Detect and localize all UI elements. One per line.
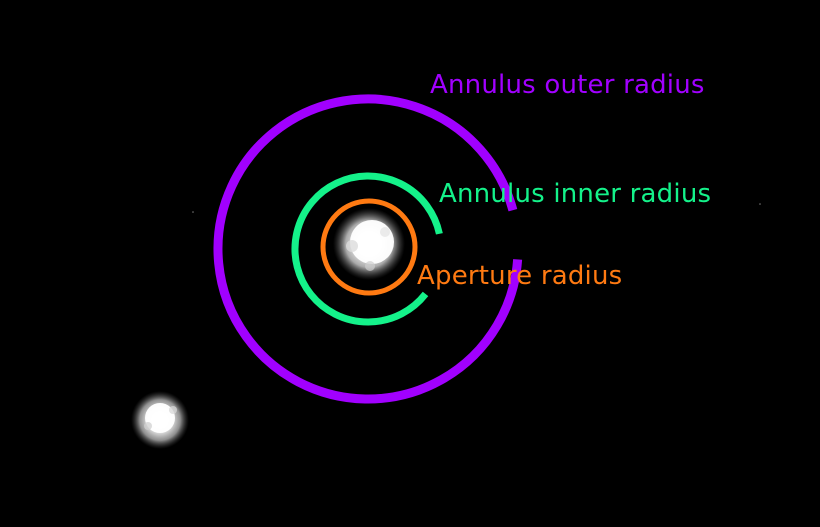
background-speck (759, 203, 761, 205)
secondary-star (131, 391, 189, 449)
aperture-ring (320, 198, 418, 296)
target-star (333, 208, 405, 280)
annulus-inner-ring (291, 172, 443, 326)
annulus-outer-radius-label: Annulus outer radius (430, 70, 705, 100)
background-speck (192, 211, 194, 213)
annulus-inner-radius-label: Annulus inner radius (439, 179, 711, 209)
annulus-outer-ring (213, 94, 523, 404)
aperture-radius-label: Aperture radius (417, 261, 622, 291)
